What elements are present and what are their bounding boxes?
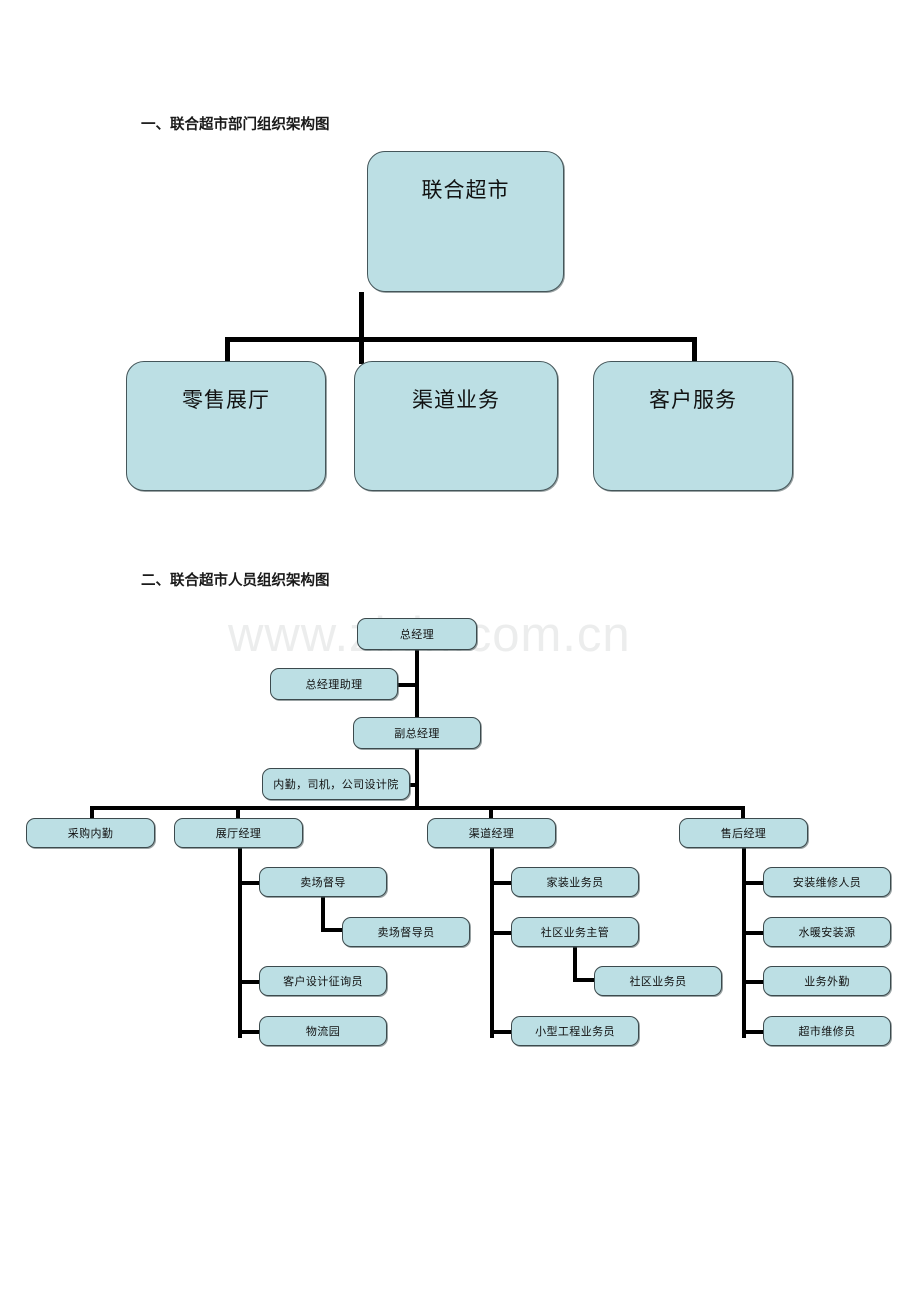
connector-aftersales-to-install-repair bbox=[742, 881, 764, 885]
connector-drop-aftersales-manager bbox=[741, 806, 745, 818]
org-node-small-project-salesperson[interactable]: 小型工程业务员 bbox=[511, 1016, 639, 1046]
connector-drop-channel-manager bbox=[489, 806, 493, 818]
connector-aftersales-to-field-sales bbox=[742, 980, 764, 984]
node-label: 业务外勤 bbox=[804, 976, 850, 988]
connector-showroom-to-consultant bbox=[238, 980, 260, 984]
node-label: 总经理 bbox=[399, 629, 435, 641]
node-label: 总经理助理 bbox=[305, 679, 363, 691]
org-node-channel-business[interactable]: 渠道业务 bbox=[354, 361, 558, 491]
org-node-root-store[interactable]: 联合超市 bbox=[367, 151, 564, 292]
org-node-logistics-park[interactable]: 物流园 bbox=[259, 1016, 387, 1046]
node-label: 零售展厅 bbox=[182, 388, 270, 412]
org-node-channel-manager[interactable]: 渠道经理 bbox=[427, 818, 556, 848]
node-label: 社区业务员 bbox=[629, 976, 687, 988]
connector-showroom-to-supervisor bbox=[238, 881, 260, 885]
connector-channel-to-community-supervisor bbox=[490, 931, 512, 935]
node-label: 渠道业务 bbox=[412, 388, 500, 412]
org-node-supermarket-repairman[interactable]: 超市维修员 bbox=[763, 1016, 891, 1046]
node-label: 客户设计征询员 bbox=[283, 976, 363, 988]
org-node-deputy-general-manager[interactable]: 副总经理 bbox=[353, 717, 481, 749]
org-node-aftersales-manager[interactable]: 售后经理 bbox=[679, 818, 808, 848]
connector-drop-showroom-manager bbox=[236, 806, 240, 818]
connector-drop-purchasing bbox=[90, 806, 94, 818]
node-label: 小型工程业务员 bbox=[535, 1026, 615, 1038]
node-label: 内勤，司机，公司设计院 bbox=[273, 779, 399, 791]
node-label: 家装业务员 bbox=[546, 877, 604, 889]
node-label: 客户服务 bbox=[649, 388, 737, 412]
connector-drop-child-2 bbox=[359, 337, 364, 364]
node-label: 展厅经理 bbox=[215, 828, 262, 840]
connector-gm-assistant-stub bbox=[398, 683, 419, 687]
node-label: 卖场督导 bbox=[300, 877, 346, 889]
org-node-floor-supervisor-staff[interactable]: 卖场督导员 bbox=[342, 917, 470, 947]
org-node-customer-service[interactable]: 客户服务 bbox=[593, 361, 793, 491]
org-node-office-staff[interactable]: 内勤，司机，公司设计院 bbox=[262, 768, 410, 800]
org-node-purchasing-clerk[interactable]: 采购内勤 bbox=[26, 818, 155, 848]
org-node-installation-repair-staff[interactable]: 安装维修人员 bbox=[763, 867, 891, 897]
connector-spine-deputy-to-bus bbox=[415, 749, 419, 809]
node-label: 社区业务主管 bbox=[540, 927, 610, 939]
connector-drop-child-3 bbox=[692, 337, 697, 364]
org-node-customer-design-consultant[interactable]: 客户设计征询员 bbox=[259, 966, 387, 996]
node-label: 水暖安装源 bbox=[798, 927, 856, 939]
node-label: 卖场督导员 bbox=[377, 927, 435, 939]
connector-aftersales-to-plumbing bbox=[742, 931, 764, 935]
connector-channel-trunk bbox=[490, 848, 494, 1038]
org-node-community-business-supervisor[interactable]: 社区业务主管 bbox=[511, 917, 639, 947]
connector-channel-to-home-deco bbox=[490, 881, 512, 885]
section-one-heading: 一、联合超市部门组织架构图 bbox=[141, 117, 330, 133]
section-two-heading: 二、联合超市人员组织架构图 bbox=[141, 573, 330, 589]
connector-channel-to-small-project bbox=[490, 1030, 512, 1034]
org-node-home-decoration-salesperson[interactable]: 家装业务员 bbox=[511, 867, 639, 897]
org-node-general-manager[interactable]: 总经理 bbox=[357, 618, 477, 650]
org-node-gm-assistant[interactable]: 总经理助理 bbox=[270, 668, 398, 700]
node-label: 物流园 bbox=[305, 1026, 341, 1038]
org-node-floor-supervisor[interactable]: 卖场督导 bbox=[259, 867, 387, 897]
connector-showroom-trunk bbox=[238, 848, 242, 1038]
connector-root-stem bbox=[359, 292, 364, 339]
org-node-field-sales[interactable]: 业务外勤 bbox=[763, 966, 891, 996]
org-node-showroom-manager[interactable]: 展厅经理 bbox=[174, 818, 303, 848]
connector-managers-bus bbox=[90, 806, 745, 810]
connector-community-supervisor-trunk bbox=[573, 947, 577, 982]
node-label: 超市维修员 bbox=[798, 1026, 856, 1038]
node-label: 安装维修人员 bbox=[792, 877, 862, 889]
org-node-retail-showroom[interactable]: 零售展厅 bbox=[126, 361, 326, 491]
connector-supervisor-trunk bbox=[321, 897, 325, 932]
node-label: 副总经理 bbox=[394, 728, 440, 740]
connector-aftersales-trunk bbox=[742, 848, 746, 1038]
node-label: 联合超市 bbox=[421, 178, 510, 202]
node-label: 售后经理 bbox=[720, 828, 767, 840]
connector-top-bus bbox=[225, 337, 697, 342]
org-node-plumbing-installation[interactable]: 水暖安装源 bbox=[763, 917, 891, 947]
org-node-community-salesperson[interactable]: 社区业务员 bbox=[594, 966, 722, 996]
connector-community-supervisor-to-staff bbox=[573, 978, 595, 982]
connector-office-staff-stub bbox=[404, 783, 419, 787]
connector-drop-child-1 bbox=[225, 337, 230, 364]
connector-aftersales-to-store-repair bbox=[742, 1030, 764, 1034]
node-label: 采购内勤 bbox=[67, 828, 114, 840]
node-label: 渠道经理 bbox=[468, 828, 515, 840]
connector-supervisor-to-staff bbox=[321, 928, 343, 932]
connector-showroom-to-logistics bbox=[238, 1030, 260, 1034]
